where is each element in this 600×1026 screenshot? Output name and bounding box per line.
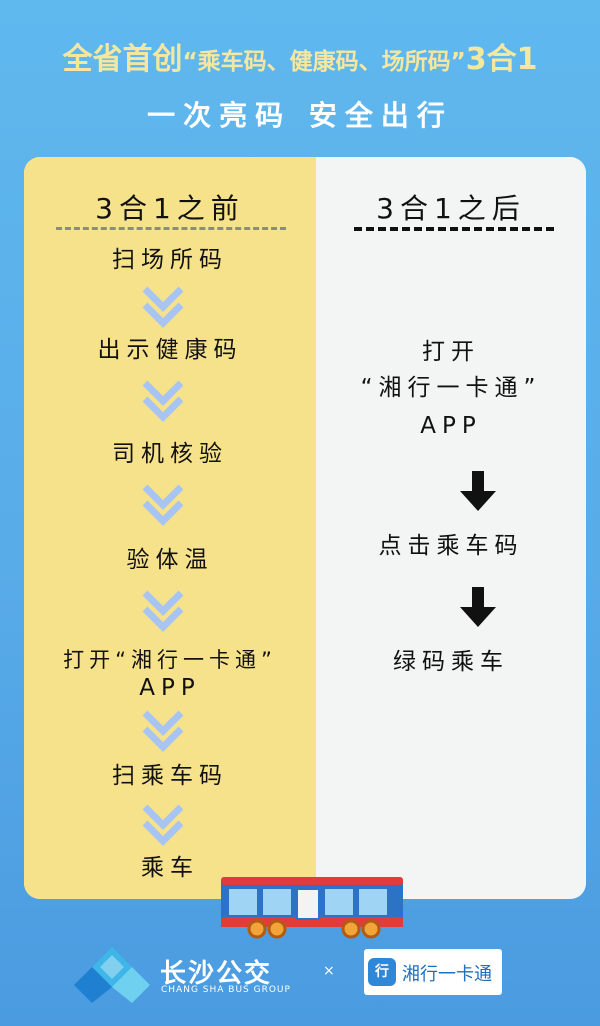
down-arrow-icon bbox=[142, 286, 184, 328]
before-step: 司机核验 bbox=[112, 441, 228, 467]
before-step: 打开“湘行一卡通” bbox=[63, 648, 277, 672]
down-arrow-icon bbox=[460, 587, 496, 627]
after-divider bbox=[354, 227, 554, 231]
comparison-card: 3合1之前 扫场所码 出示健康码 司机核验 验体温 打开“湘行一卡通” APP … bbox=[24, 157, 586, 899]
after-step: 点击乘车码 bbox=[378, 533, 524, 559]
down-arrow-icon bbox=[142, 380, 184, 422]
after-step: 打开 bbox=[422, 339, 480, 365]
before-step: 扫场所码 bbox=[112, 247, 228, 273]
after-step: APP bbox=[420, 413, 482, 439]
before-step: APP bbox=[139, 675, 201, 701]
before-panel: 3合1之前 扫场所码 出示健康码 司机核验 验体温 打开“湘行一卡通” APP … bbox=[24, 157, 316, 899]
title-main-b: 3合1 bbox=[465, 42, 538, 77]
after-heading: 3合1之后 bbox=[376, 192, 526, 225]
footer-logos: 长沙公交 CHANG SHA BUS GROUP × 行 湘行一卡通 bbox=[0, 945, 600, 1015]
down-arrow-icon bbox=[142, 590, 184, 632]
changsha-bus-logo-icon bbox=[74, 947, 150, 1003]
xiangxing-app-icon: 行 bbox=[368, 958, 396, 986]
before-step: 验体温 bbox=[126, 547, 214, 573]
page-title: 全省首创“乘车码、健康码、场所码”3合1 bbox=[0, 34, 600, 78]
before-step: 乘车 bbox=[141, 855, 199, 881]
brand-name-en: CHANG SHA BUS GROUP bbox=[161, 985, 291, 995]
before-step: 出示健康码 bbox=[97, 337, 243, 363]
brand-name: 长沙公交 bbox=[160, 959, 273, 989]
page-subtitle: 一次亮码 安全出行 bbox=[147, 99, 453, 132]
before-heading: 3合1之前 bbox=[95, 192, 245, 225]
bus-icon bbox=[221, 877, 403, 939]
down-arrow-icon bbox=[142, 484, 184, 526]
title-quote: “乘车码、健康码、场所码” bbox=[182, 49, 466, 75]
after-step: “湘行一卡通” bbox=[360, 375, 542, 401]
down-arrow-icon bbox=[142, 710, 184, 752]
partner-name: 湘行一卡通 bbox=[402, 964, 492, 985]
before-divider bbox=[56, 227, 286, 230]
down-arrow-icon bbox=[460, 471, 496, 511]
partner-logo: 行 湘行一卡通 bbox=[364, 949, 502, 995]
before-step: 扫乘车码 bbox=[112, 763, 228, 789]
down-arrow-icon bbox=[142, 804, 184, 846]
title-main-a: 全省首创 bbox=[62, 42, 183, 77]
after-step: 绿码乘车 bbox=[393, 649, 509, 675]
times-sign: × bbox=[323, 963, 335, 979]
after-panel: 3合1之后 打开 “湘行一卡通” APP 点击乘车码 绿码乘车 bbox=[316, 157, 586, 899]
